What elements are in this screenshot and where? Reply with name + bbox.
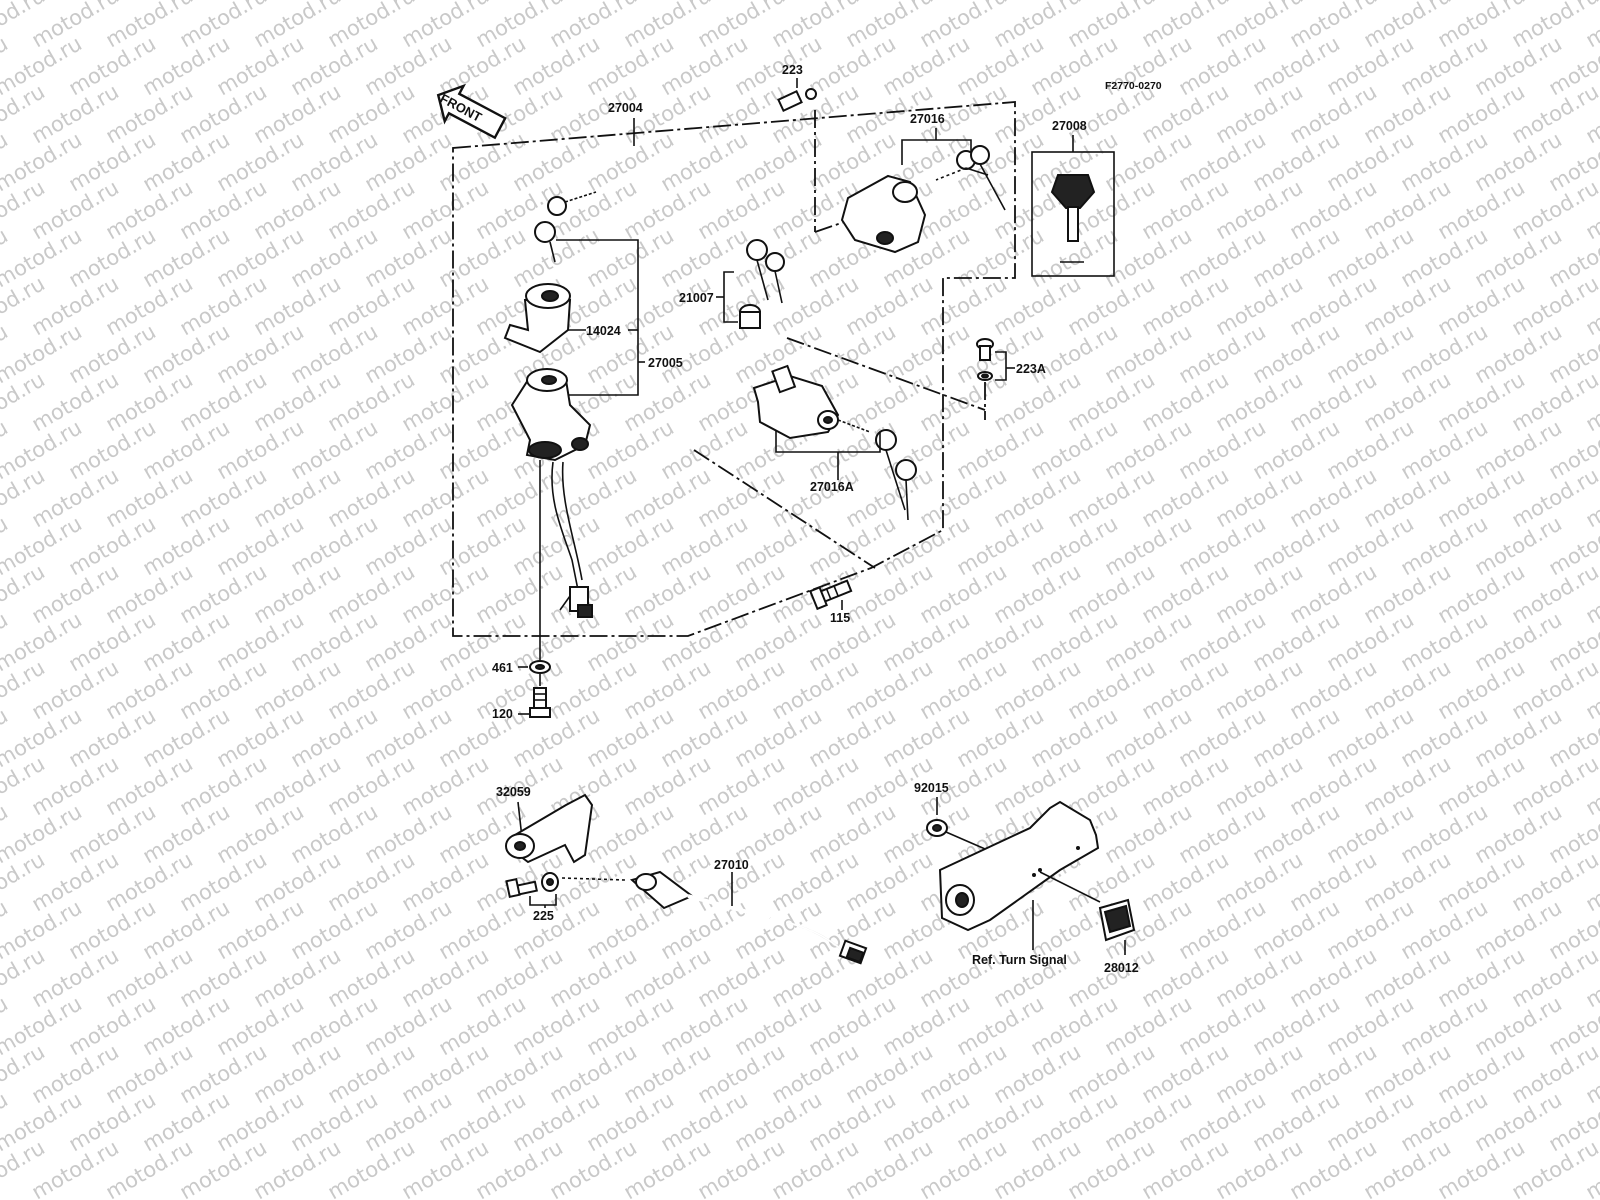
label-27016: 27016 xyxy=(910,112,945,126)
lock-cylinder-14024-icon xyxy=(503,283,572,354)
label-14024: 14024 xyxy=(586,324,621,338)
washer-461-icon xyxy=(529,660,551,674)
label-27016A: 27016A xyxy=(810,480,854,494)
label-225: 225 xyxy=(533,909,554,923)
figure-code: F2770-0270 xyxy=(1105,80,1162,92)
bolt-120-icon xyxy=(529,687,551,718)
label-32059: 32059 xyxy=(496,785,531,799)
label-223: 223 xyxy=(782,63,803,77)
turn-signal-bracket-icon xyxy=(938,800,1100,932)
screw-225-icon xyxy=(505,872,559,899)
reflector-28012-icon xyxy=(1098,898,1136,942)
ignition-switch-27005-icon xyxy=(510,368,593,618)
label-120: 120 xyxy=(492,707,513,721)
label-27004: 27004 xyxy=(608,101,643,115)
label-92015: 92015 xyxy=(914,781,949,795)
screw-223A-icon xyxy=(976,338,994,381)
helmet-lock-27016A-icon xyxy=(752,364,840,440)
helmet-lock-boundary xyxy=(693,337,986,569)
ignition-key-pair-icon xyxy=(534,191,597,263)
bolt-115-icon xyxy=(808,579,853,611)
label-28012: 28012 xyxy=(1104,961,1139,975)
key-27008-icon xyxy=(1050,174,1096,263)
label-27010: 27010 xyxy=(714,858,749,872)
key-pair-27016A-icon xyxy=(837,419,917,521)
label-27005: 27005 xyxy=(648,356,683,370)
seat-lock-27016-icon xyxy=(840,174,927,254)
label-223A: 223A xyxy=(1016,362,1046,376)
label-ref-turn-signal: Ref. Turn Signal xyxy=(972,953,1067,967)
bracket-32059-icon xyxy=(505,793,594,864)
label-21007: 21007 xyxy=(679,291,714,305)
screw-223-icon xyxy=(777,88,817,112)
key-pair-21007-icon xyxy=(739,239,785,329)
key-pair-27016-icon xyxy=(935,145,1006,211)
front-arrow-icon: FRONT xyxy=(436,83,507,140)
kit-boundary-27004 xyxy=(452,101,1016,637)
label-461: 461 xyxy=(492,661,513,675)
label-27008: 27008 xyxy=(1052,119,1087,133)
grommet-92015-icon xyxy=(926,819,948,837)
switch-harness-27010-icon xyxy=(629,870,868,965)
label-115: 115 xyxy=(830,611,850,625)
